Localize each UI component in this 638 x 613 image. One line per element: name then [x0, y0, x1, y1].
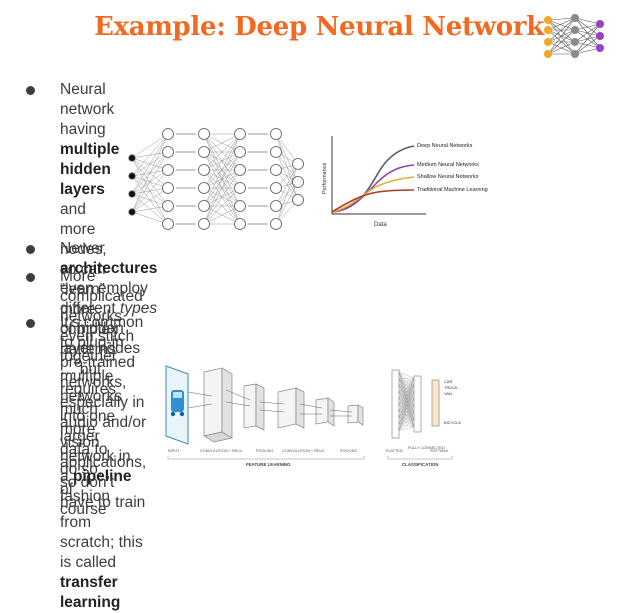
series-line-medium	[331, 164, 415, 213]
series-line-traditional	[331, 189, 415, 213]
bullet-2-text-post: of hidden layer nodes	[60, 320, 141, 357]
hidden-node	[234, 146, 246, 158]
stage-label-conv2: CONVOLUTION + RELU	[282, 449, 325, 453]
output-label-truck: TRUCK	[444, 385, 458, 390]
hidden-node	[270, 200, 282, 212]
bullet-1-text-pre: Neural network having	[60, 81, 115, 138]
hidden-node	[234, 200, 246, 212]
bullet-dot	[26, 245, 35, 254]
bullet-4-bold: transfer learning	[60, 574, 121, 611]
bullet-2-italic: types	[120, 300, 158, 317]
hidden-node	[292, 158, 304, 170]
bullet-1-text-post: and more nodes, so can “learn”	[60, 201, 107, 298]
neural-network-logo-icon	[544, 14, 604, 58]
hidden-node	[198, 146, 210, 158]
hidden-node	[270, 146, 282, 158]
bullet-4-text: It’s common to plug-in pre-trained netwo…	[60, 313, 146, 613]
hidden-node	[292, 194, 304, 206]
bullet-1-line2: more complex patterns … but requires muc…	[60, 301, 118, 518]
hidden-node	[234, 218, 246, 230]
input-node	[128, 172, 136, 180]
series-label-traditional: Traditional Machine Learning	[417, 187, 488, 193]
group-label-classification: CLASSIFICATION	[402, 462, 439, 467]
hidden-node	[162, 146, 174, 158]
bullet-2-text-pre: Newer	[60, 240, 105, 257]
bullet-2-bold: architectures	[60, 260, 158, 277]
cnn-pipeline-diagram: CAR TRUCK VAN BICYCLE INPUT CONVOLUTION …	[165, 365, 461, 467]
series-label-shallow: Shallow Neural Networks	[417, 174, 479, 180]
stage-label-conv1: CONVOLUTION + RELU	[200, 449, 243, 453]
input-node	[128, 190, 136, 198]
hidden-node	[234, 128, 246, 140]
y-axis-label: Performance	[322, 163, 328, 195]
stage-label-input: INPUT	[168, 449, 180, 453]
bullet-4-line1: It’s common to plug-in pre-trained netwo…	[60, 314, 147, 451]
bullet-1-text: Neural network having multiple hidden la…	[60, 80, 119, 520]
bullet-dot	[26, 273, 35, 282]
bullet-3-line1: More complicated networks even stitch to…	[60, 268, 143, 425]
bullet-2-text-mid: even employ different	[60, 280, 148, 317]
stage-label-pool2: POOLING	[340, 449, 357, 453]
stage-label-fc: FULLY CONNECTED	[408, 446, 445, 450]
performance-vs-data-chart: Performance Data Deep Neural Networks Me…	[322, 136, 488, 228]
bullet-4-text-pre: applications, so don’t have to train fro…	[60, 454, 147, 571]
hidden-node	[162, 182, 174, 194]
hidden-node	[292, 176, 304, 188]
bullet-2-text: Newer architectures even employ differen…	[60, 239, 157, 359]
bullet-1-bold: multiple hidden layers	[60, 141, 120, 198]
series-label-deep: Deep Neural Networks	[417, 143, 473, 149]
hidden-node	[270, 218, 282, 230]
hidden-node	[198, 218, 210, 230]
output-label-van: VAN	[444, 391, 452, 396]
series-label-medium: Medium Neural Networks	[417, 162, 479, 168]
bullet-dot	[26, 86, 35, 95]
hidden-node	[198, 128, 210, 140]
stage-label-softmax: SOFTMAX	[430, 449, 449, 453]
bullet-dot	[26, 319, 35, 328]
bullet-3-text: More complicated networks even stitch to…	[60, 267, 143, 507]
hidden-node	[162, 200, 174, 212]
x-axis-label: Data	[374, 222, 387, 228]
hidden-node	[162, 218, 174, 230]
slide-title: Example: Deep Neural Network	[94, 12, 544, 42]
hidden-node	[234, 164, 246, 176]
hidden-node	[198, 182, 210, 194]
hidden-node	[198, 164, 210, 176]
hidden-node	[162, 128, 174, 140]
hidden-node	[234, 182, 246, 194]
input-node	[128, 154, 136, 162]
bullet-3-text-pre: larger network in a	[60, 428, 131, 485]
deep-network-diagram	[128, 128, 304, 230]
group-label-feature-learning: FEATURE LEARNING	[246, 462, 291, 467]
hidden-node	[162, 164, 174, 176]
output-label-bicycle: BICYCLE	[444, 420, 461, 425]
input-node	[128, 208, 136, 216]
hidden-node	[270, 182, 282, 194]
stage-label-pool1: POOLING	[256, 449, 273, 453]
hidden-node	[198, 200, 210, 212]
hidden-node	[270, 164, 282, 176]
stage-label-flatten: FLATTEN	[386, 449, 403, 453]
output-label-car: CAR	[444, 379, 453, 384]
series-line-shallow	[331, 176, 415, 213]
input-car-image	[165, 365, 189, 445]
hidden-node	[270, 128, 282, 140]
